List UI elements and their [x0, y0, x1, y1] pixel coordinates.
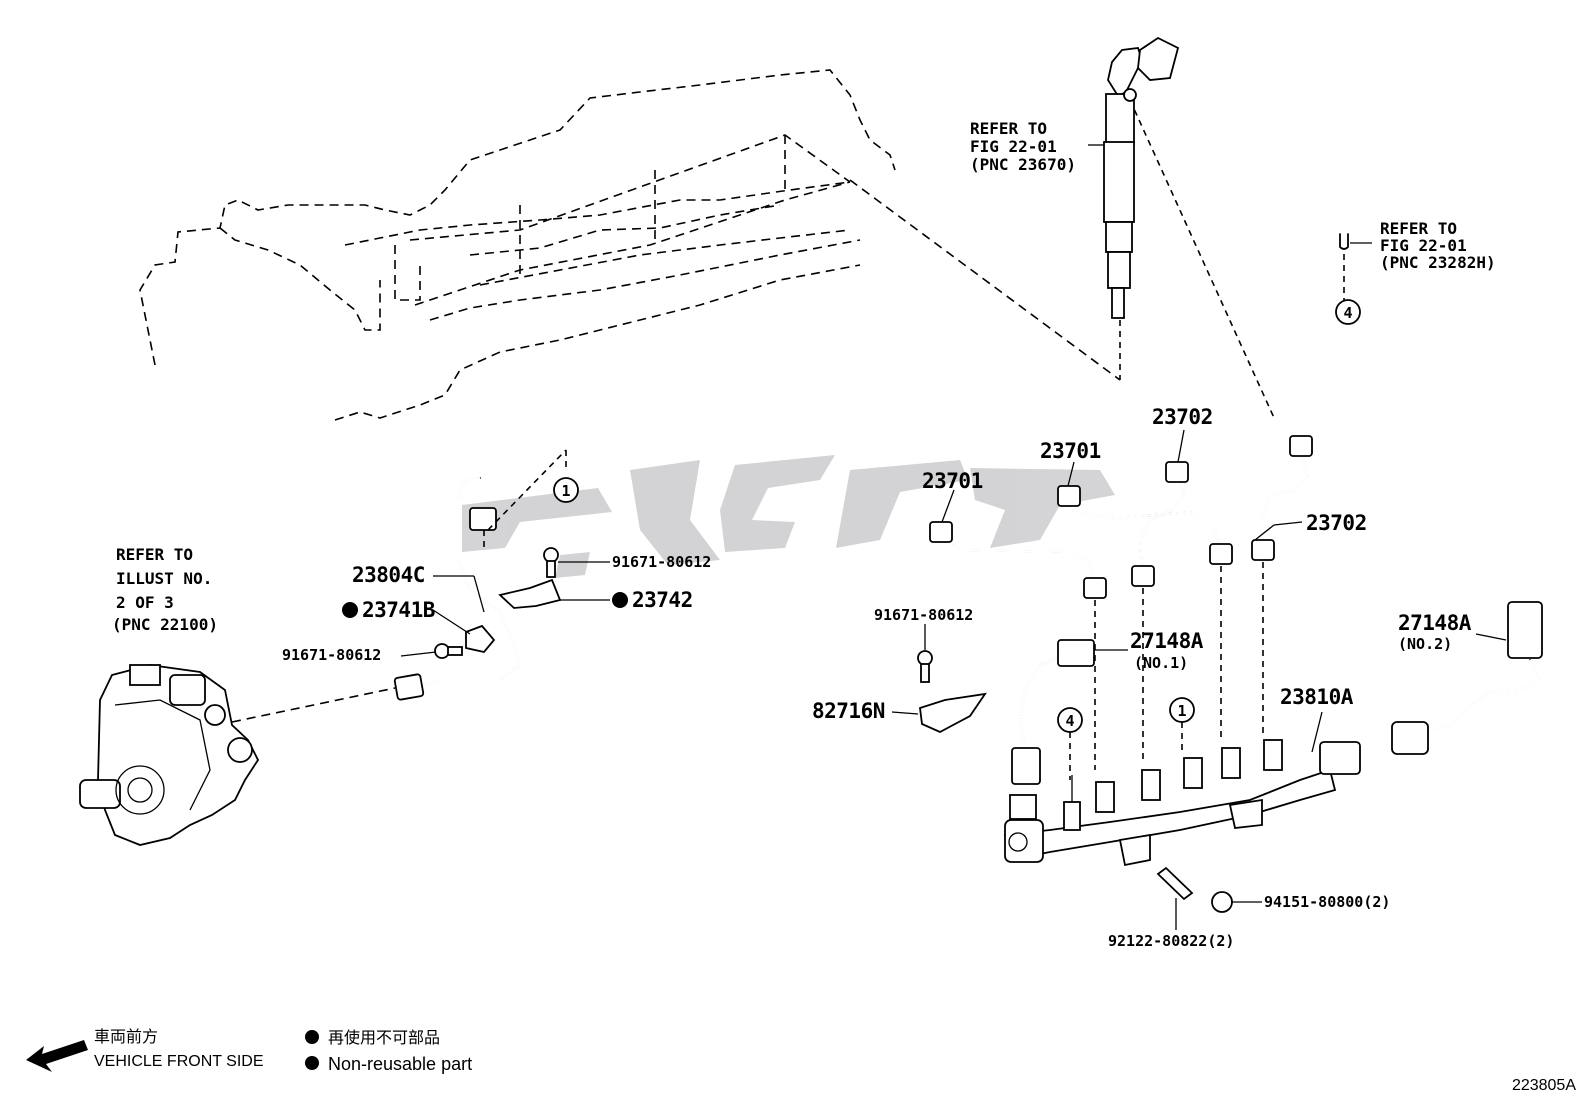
bolt-91671-left [434, 643, 463, 659]
legend-front-en: VEHICLE FRONT SIDE [94, 1053, 264, 1070]
label-23701-right: 23701 [1040, 439, 1101, 463]
label-23741b: 23741B [362, 598, 435, 622]
legend-dot-jp [305, 1030, 319, 1044]
label-23701-left: 23701 [922, 469, 983, 493]
label-23702-right: 23702 [1306, 511, 1367, 535]
nut-94151 [1211, 891, 1233, 913]
callout-1-rail [1169, 697, 1195, 723]
label-91671-left: 91671-80612 [282, 646, 381, 664]
pipe-23804c [393, 449, 567, 701]
label-94151: 94151-80800(2) [1264, 893, 1390, 911]
label-27148a-no2-note: (NO.2) [1398, 635, 1452, 653]
label-91671-mid: 91671-80612 [874, 606, 973, 624]
legend-front-jp: 車両前方 [94, 1028, 158, 1046]
reference-pump: REFER TO ILLUST NO. 2 OF 3 (PNC 22100) [112, 545, 218, 634]
bolt-91671-mid [917, 650, 933, 683]
stud-92122 [1156, 866, 1194, 901]
legend-dot-en [305, 1056, 319, 1070]
dash-leader-pump [231, 687, 396, 723]
dash-leader-injector-c [1129, 99, 1276, 421]
ref-injector-line3: (PNC 23670) [970, 155, 1076, 174]
ref-injector-line2: FIG 22-01 [970, 137, 1057, 156]
clamp-23742 [498, 578, 562, 609]
label-23702-top: 23702 [1152, 405, 1213, 429]
callout-1-left [553, 477, 579, 503]
callout-4-rail-label: 4 [1065, 712, 1074, 730]
label-23742: 23742 [632, 588, 693, 612]
label-92122: 92122-80822(2) [1108, 932, 1234, 950]
injection-pipes [929, 435, 1313, 780]
bracket-82716n [919, 692, 987, 734]
dash-leader-injector-a [849, 179, 1121, 381]
label-91671-upper: 91671-80612 [612, 553, 711, 571]
reference-injector: REFER TO FIG 22-01 (PNC 23670) [970, 119, 1104, 174]
injector [1103, 36, 1180, 319]
fuel-pump [79, 664, 260, 846]
nonreusable-mark-23741b [342, 602, 358, 618]
nonreusable-mark-23742 [612, 592, 628, 608]
callout-4-top [1335, 299, 1361, 325]
clamp-23741b [465, 624, 496, 653]
engine-outline [139, 69, 896, 421]
bolt-91671-upper [543, 547, 559, 578]
watermark-logo [462, 455, 1115, 578]
label-23804c: 23804C [352, 563, 425, 587]
part-labels: 23701 23701 23702 23702 23804C 23741B 23… [282, 405, 1472, 950]
diagram-id: 223805A [1512, 1077, 1576, 1094]
ref-pump-line4: (PNC 22100) [112, 615, 218, 634]
callout-4-top-label: 4 [1343, 304, 1352, 322]
harness-27148a-no1 [1011, 639, 1095, 785]
label-23810a: 23810A [1280, 685, 1354, 709]
label-27148a-no2: 27148A [1398, 611, 1472, 635]
ref-holder-line1: REFER TO [1380, 219, 1457, 238]
ref-pump-line3: 2 OF 3 [116, 593, 174, 612]
front-arrow-icon [26, 1040, 88, 1072]
ref-injector-line1: REFER TO [970, 119, 1047, 138]
label-82716n: 82716N [812, 699, 885, 723]
ref-pump-line1: REFER TO [116, 545, 193, 564]
ref-pump-line2: ILLUST NO. [116, 569, 212, 588]
label-27148a-no1-note: (NO.1) [1134, 654, 1188, 672]
holder-ref [1339, 233, 1372, 300]
ref-holder-line2: FIG 22-01 [1380, 236, 1467, 255]
label-27148a-no1: 27148A [1130, 629, 1204, 653]
legend-nonreuse-jp: 再使用不可部品 [328, 1029, 440, 1047]
legend-nonreuse-en: Non-reusable part [328, 1054, 472, 1074]
harness-27148a-no2 [1391, 601, 1543, 755]
common-rail [1003, 739, 1361, 867]
leader-lines [400, 429, 1507, 930]
callout-1-rail-label: 1 [1177, 702, 1186, 720]
callout-4-rail [1057, 707, 1083, 733]
callout-1-left-label: 1 [561, 482, 570, 500]
reference-holder: REFER TO FIG 22-01 (PNC 23282H) [1380, 219, 1496, 272]
legend: 車両前方 VEHICLE FRONT SIDE 再使用不可部品 Non-reus… [26, 1028, 472, 1074]
ref-holder-line3: (PNC 23282H) [1380, 253, 1496, 272]
